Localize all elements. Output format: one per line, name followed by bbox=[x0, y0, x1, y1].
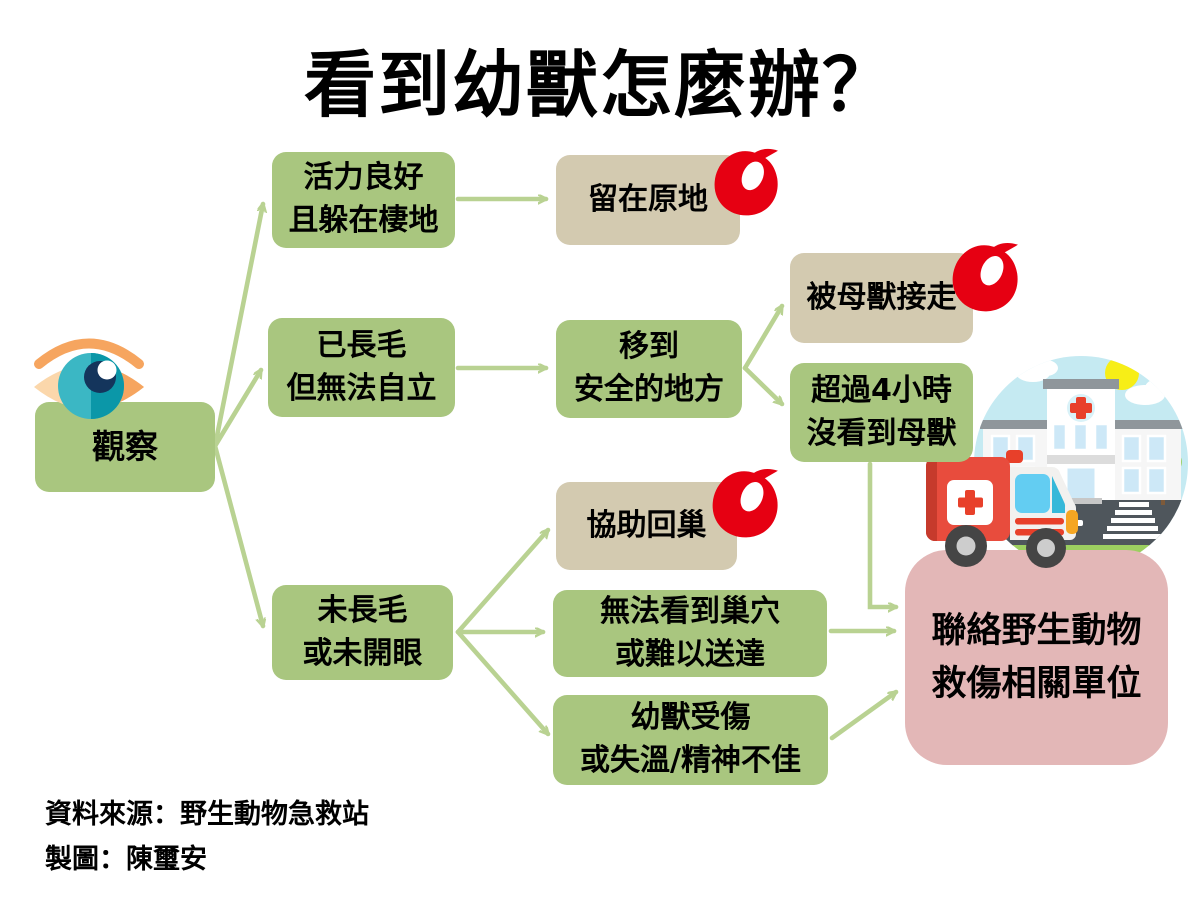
ambulance-icon bbox=[926, 450, 1078, 568]
node-help-return-nest: 協助回巢 bbox=[556, 482, 737, 570]
ok-brush-mark-icon bbox=[952, 242, 1018, 312]
node-label: 觀察 bbox=[92, 426, 158, 466]
node-label: 聯絡野生動物 bbox=[931, 611, 1142, 651]
pupil-highlight bbox=[97, 360, 117, 380]
page-title: 看到幼獸怎麼辦？ bbox=[303, 43, 896, 127]
hospital-illustration bbox=[974, 356, 1188, 570]
node-label: 超過4小時 bbox=[811, 372, 952, 408]
connector-nofur-return bbox=[455, 527, 551, 635]
node-cannot-find-nest: 無法看到巢穴 或難以送達 bbox=[553, 590, 827, 677]
node-label: 移到 bbox=[619, 329, 679, 365]
red-cross-icon bbox=[958, 490, 983, 515]
node-label: 活力良好 bbox=[303, 160, 424, 196]
hospital-building bbox=[980, 379, 1184, 504]
wheels bbox=[945, 525, 1066, 568]
node-label: 被母獸接走 bbox=[806, 279, 957, 315]
node-label: 協助回巢 bbox=[586, 507, 707, 543]
node-stay-in-place: 留在原地 bbox=[556, 155, 740, 245]
eyebrow bbox=[34, 338, 144, 369]
node-label: 但無法自立 bbox=[286, 370, 437, 406]
ok-brush-mark-icon bbox=[714, 148, 778, 216]
headlight bbox=[1066, 510, 1078, 534]
connector-observe-furred bbox=[212, 367, 264, 449]
node-label: 已長毛 bbox=[316, 327, 407, 363]
author-credit: 製圖：陳璽安 bbox=[45, 844, 207, 875]
node-no-fur-eyes-closed: 未長毛 或未開眼 bbox=[272, 585, 453, 680]
node-label: 或未開眼 bbox=[302, 635, 423, 671]
node-observe: 觀察 bbox=[35, 402, 215, 492]
node-over-4-hours: 超過4小時 沒看到母獸 bbox=[790, 363, 973, 462]
node-label: 沒看到母獸 bbox=[806, 415, 957, 451]
node-furred-not-independent: 已長毛 但無法自立 bbox=[268, 318, 455, 417]
connector-move-over4hr bbox=[742, 365, 785, 407]
connector-injured-contact bbox=[829, 689, 899, 741]
node-label: 安全的地方 bbox=[574, 372, 724, 407]
beacon-light bbox=[1006, 450, 1023, 463]
node-label: 幼獸受傷 bbox=[630, 700, 751, 736]
connector-move-taken bbox=[742, 303, 785, 371]
eye-icon bbox=[34, 338, 144, 419]
node-label: 未長毛 bbox=[317, 592, 408, 628]
connector-observe-nofur bbox=[212, 443, 263, 629]
node-label: 或難以送達 bbox=[615, 636, 765, 672]
node-label: 無法看到巢穴 bbox=[600, 593, 780, 629]
source-credit: 資料來源：野生動物急救站 bbox=[45, 799, 369, 830]
node-label: 救傷相關單位 bbox=[931, 663, 1142, 704]
connector-observe-lively bbox=[212, 201, 263, 449]
node-taken-by-mother: 被母獸接走 bbox=[790, 253, 973, 343]
tower-windows bbox=[1051, 422, 1110, 452]
node-injured: 幼獸受傷 或失溫/精神不佳 bbox=[553, 695, 828, 785]
node-contact-rescue: 聯絡野生動物 救傷相關單位 bbox=[905, 550, 1168, 765]
node-move-to-safety: 移到 安全的地方 bbox=[556, 320, 742, 418]
node-lively-hiding: 活力良好 且躲在棲地 bbox=[272, 152, 455, 248]
windshield bbox=[1015, 474, 1050, 513]
node-label: 或失溫/精神不佳 bbox=[580, 743, 801, 778]
ok-brush-mark-icon bbox=[712, 468, 778, 538]
connector-over4hr-contact bbox=[867, 461, 899, 607]
connector-nofur-injured bbox=[455, 629, 551, 737]
node-label: 且躲在棲地 bbox=[288, 203, 439, 238]
node-label: 留在原地 bbox=[588, 181, 708, 217]
